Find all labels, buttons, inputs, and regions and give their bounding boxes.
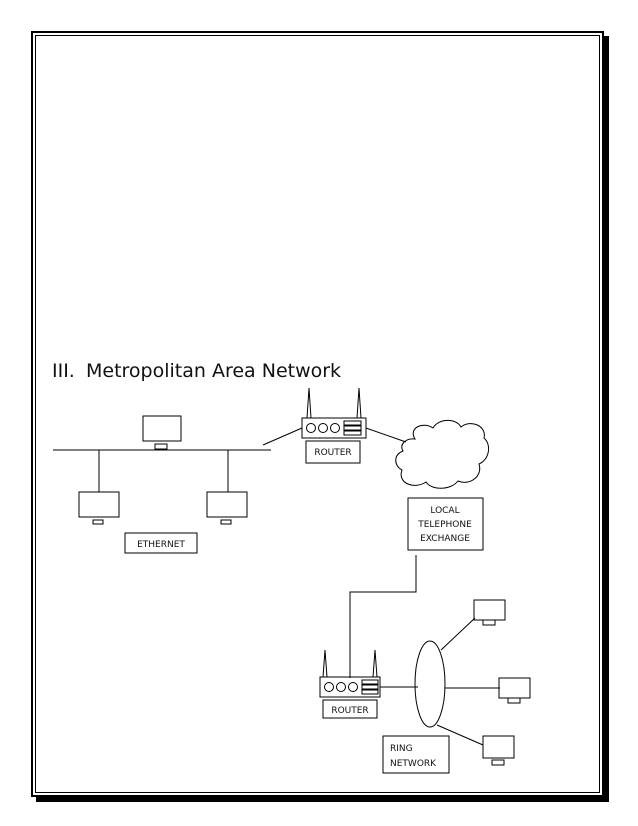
cloud-icon [395, 419, 490, 489]
router-to-cloud-link [365, 427, 407, 443]
ethernet-label: ETHERNET [137, 540, 185, 550]
bus-to-router-link [262, 427, 303, 446]
page-border-outer [31, 31, 604, 797]
router-label-bottom: ROUTER [331, 706, 368, 716]
ring-label-line1: RING [390, 744, 413, 754]
ring-ellipse [414, 640, 446, 728]
ring-label-box [382, 735, 450, 774]
exchange-label-line3: EXCHANGE [420, 534, 470, 544]
exchange-label-line2: TELEPHONE [417, 520, 472, 530]
ring-label-line2: NETWORK [390, 759, 437, 769]
router-icon [319, 649, 381, 698]
ethernet-label-box [124, 532, 198, 554]
exchange-label-line1: LOCAL [430, 506, 459, 516]
router-label-box-top [305, 440, 361, 464]
computer-icon [206, 491, 248, 525]
router-label-top: ROUTER [314, 448, 351, 458]
computer-icon [142, 415, 182, 450]
section-heading: III. Metropolitan Area Network [52, 360, 341, 382]
router-label-box-bottom [322, 699, 378, 719]
section-number: III. [52, 360, 75, 382]
computer-icon [498, 677, 531, 704]
section-title: Metropolitan Area Network [86, 360, 342, 382]
computer-icon [473, 599, 506, 626]
page-border-inner [35, 35, 600, 793]
computer-icon [78, 491, 120, 525]
computer-icon [482, 735, 515, 766]
router-icon [301, 387, 367, 439]
exchange-to-router-link [349, 555, 417, 678]
exchange-box [407, 497, 484, 551]
ring-spoke-top [440, 617, 476, 651]
ring-spoke-bottom [436, 724, 484, 746]
